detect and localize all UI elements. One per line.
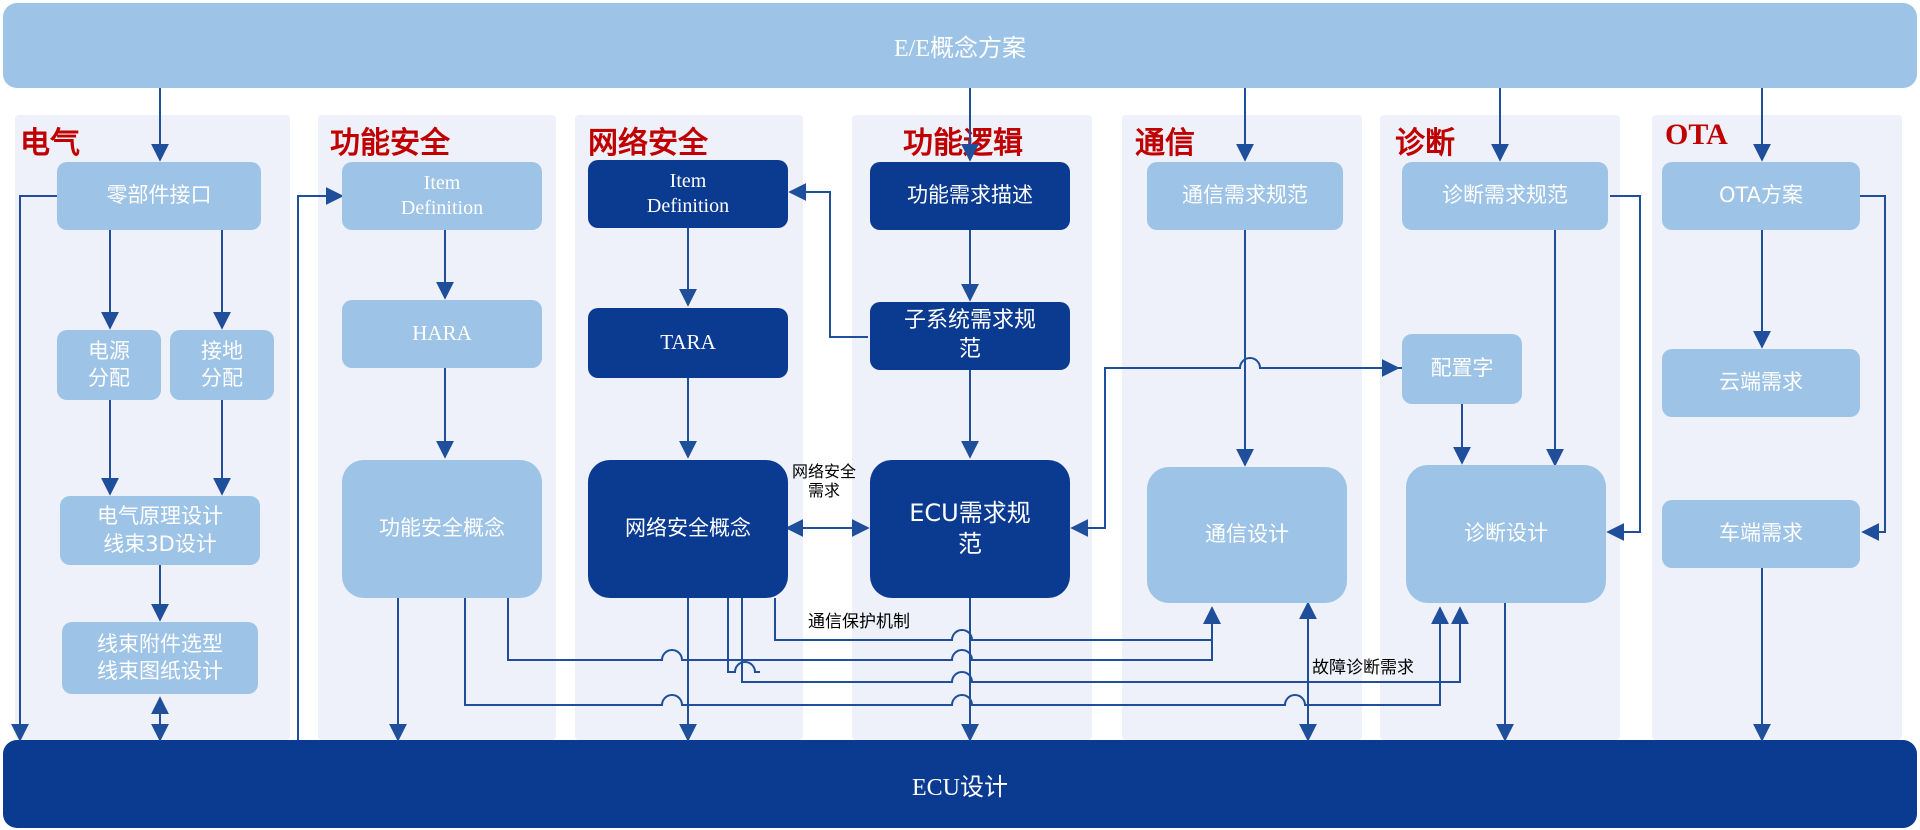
column-title-electrical: 电气 <box>20 126 80 161</box>
arrow-cs-concept-to-comm-design <box>774 598 1221 641</box>
diag-design-node: 诊断设计 <box>1406 465 1606 603</box>
comm-req-node: 通信需求规范 <box>1147 162 1343 230</box>
power-distribution-node: 电源 分配 <box>57 330 161 400</box>
arrow-fs-concept-to-diag-design <box>464 598 1449 706</box>
tara-node: TARA <box>588 308 788 378</box>
label-fault-diag-req: 故障诊断需求 <box>1312 658 1414 678</box>
ecu-req-node: ECU需求规 范 <box>870 460 1070 598</box>
arrow-subsystem-to-cs-item <box>788 183 868 338</box>
label-cs-requirement: 网络安全 需求 <box>792 462 857 501</box>
fs-concept-node: 功能安全概念 <box>342 460 542 598</box>
harness-accessory-node: 线束附件选型 线束图纸设计 <box>62 622 258 694</box>
top-bar: E/E概念方案 <box>3 3 1917 88</box>
cs-item-definition-node: Item Definition <box>588 160 788 228</box>
column-title-diagnosis: 诊断 <box>1395 126 1455 161</box>
cloud-req-node: 云端需求 <box>1662 349 1860 417</box>
func-req-desc-node: 功能需求描述 <box>870 162 1070 230</box>
ota-plan-node: OTA方案 <box>1662 162 1860 230</box>
comm-design-node: 通信设计 <box>1147 467 1347 603</box>
hara-node: HARA <box>342 300 542 368</box>
column-title-func-safety: 功能安全 <box>330 126 450 161</box>
config-word-node: 配置字 <box>1402 334 1522 404</box>
arrow-ota-to-vehicle <box>1860 195 1886 541</box>
electrical-schematic-node: 电气原理设计 线束3D设计 <box>60 496 260 565</box>
label-comm-protection: 通信保护机制 <box>808 612 910 632</box>
fs-item-definition-node: Item Definition <box>342 162 542 230</box>
parts-interface-node: 零部件接口 <box>57 162 261 230</box>
diag-req-node: 诊断需求规范 <box>1402 162 1608 230</box>
ground-distribution-node: 接地 分配 <box>170 330 274 400</box>
cs-concept-node: 网络安全概念 <box>588 460 788 598</box>
arrow-config-to-ecu-req <box>1070 357 1402 537</box>
column-title-cyber-security: 网络安全 <box>588 126 708 161</box>
vehicle-req-node: 车端需求 <box>1662 500 1860 568</box>
arrow-cs-concept-to-ecu-design-2 <box>727 598 760 673</box>
bottom-bar: ECU设计 <box>3 740 1917 828</box>
arrow-ecu-design-to-fs-item <box>297 187 344 740</box>
subsystem-req-node: 子系统需求规 范 <box>870 302 1070 370</box>
arrow-parts-to-ecu-design <box>11 195 57 742</box>
column-title-ota: OTA <box>1665 118 1728 151</box>
column-title-communication: 通信 <box>1135 126 1195 161</box>
arrow-cs-concept-to-diag-design <box>741 598 1469 683</box>
arrow-diag-req-to-diag-design-right <box>1606 195 1641 541</box>
